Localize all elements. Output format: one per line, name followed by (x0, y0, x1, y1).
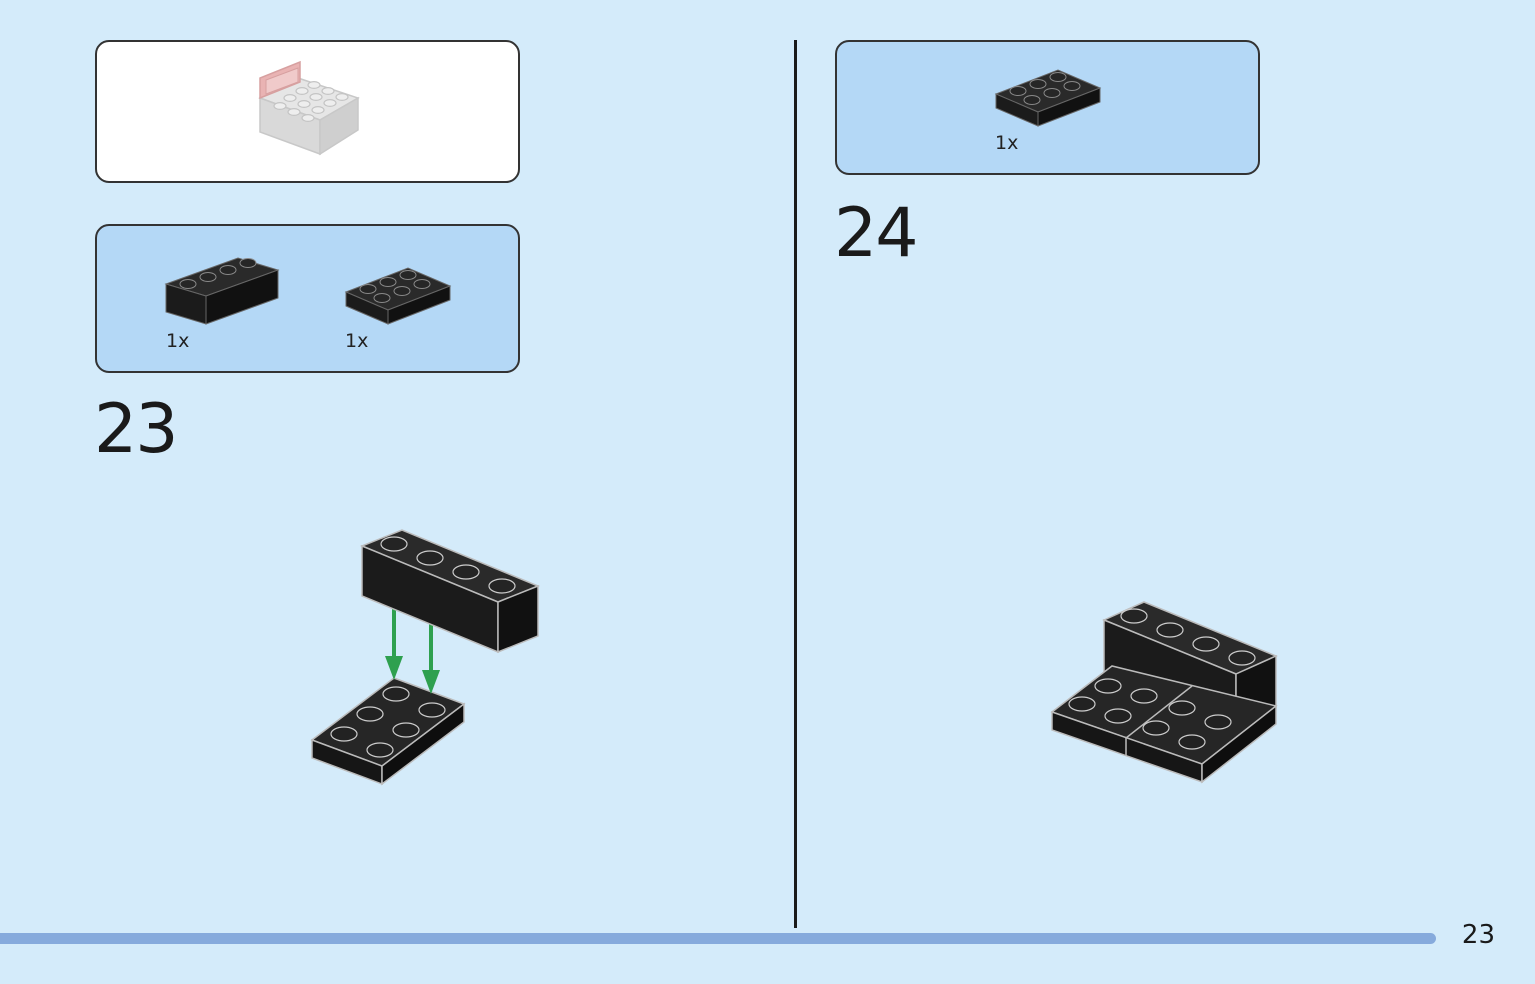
page-number: 23 (1461, 920, 1495, 950)
step-number: 24 (834, 194, 919, 273)
part-plate-2x3-icon (344, 267, 452, 325)
submodel-preview-image (258, 60, 360, 156)
part-quantity: 1x (166, 330, 190, 352)
step-23-assembly-image (310, 529, 540, 786)
part-quantity: 1x (345, 330, 369, 352)
step-number: 23 (94, 390, 179, 469)
footer-bar (0, 933, 1436, 944)
parts-list-panel-step-24 (835, 40, 1260, 175)
part-quantity: 1x (995, 132, 1019, 154)
page-divider (794, 40, 797, 928)
parts-list-panel-step-23 (95, 224, 520, 373)
part-plate-2x3-icon (994, 69, 1102, 127)
part-brick-1x4-icon (164, 257, 280, 325)
step-24-assembly-image (1050, 601, 1278, 784)
